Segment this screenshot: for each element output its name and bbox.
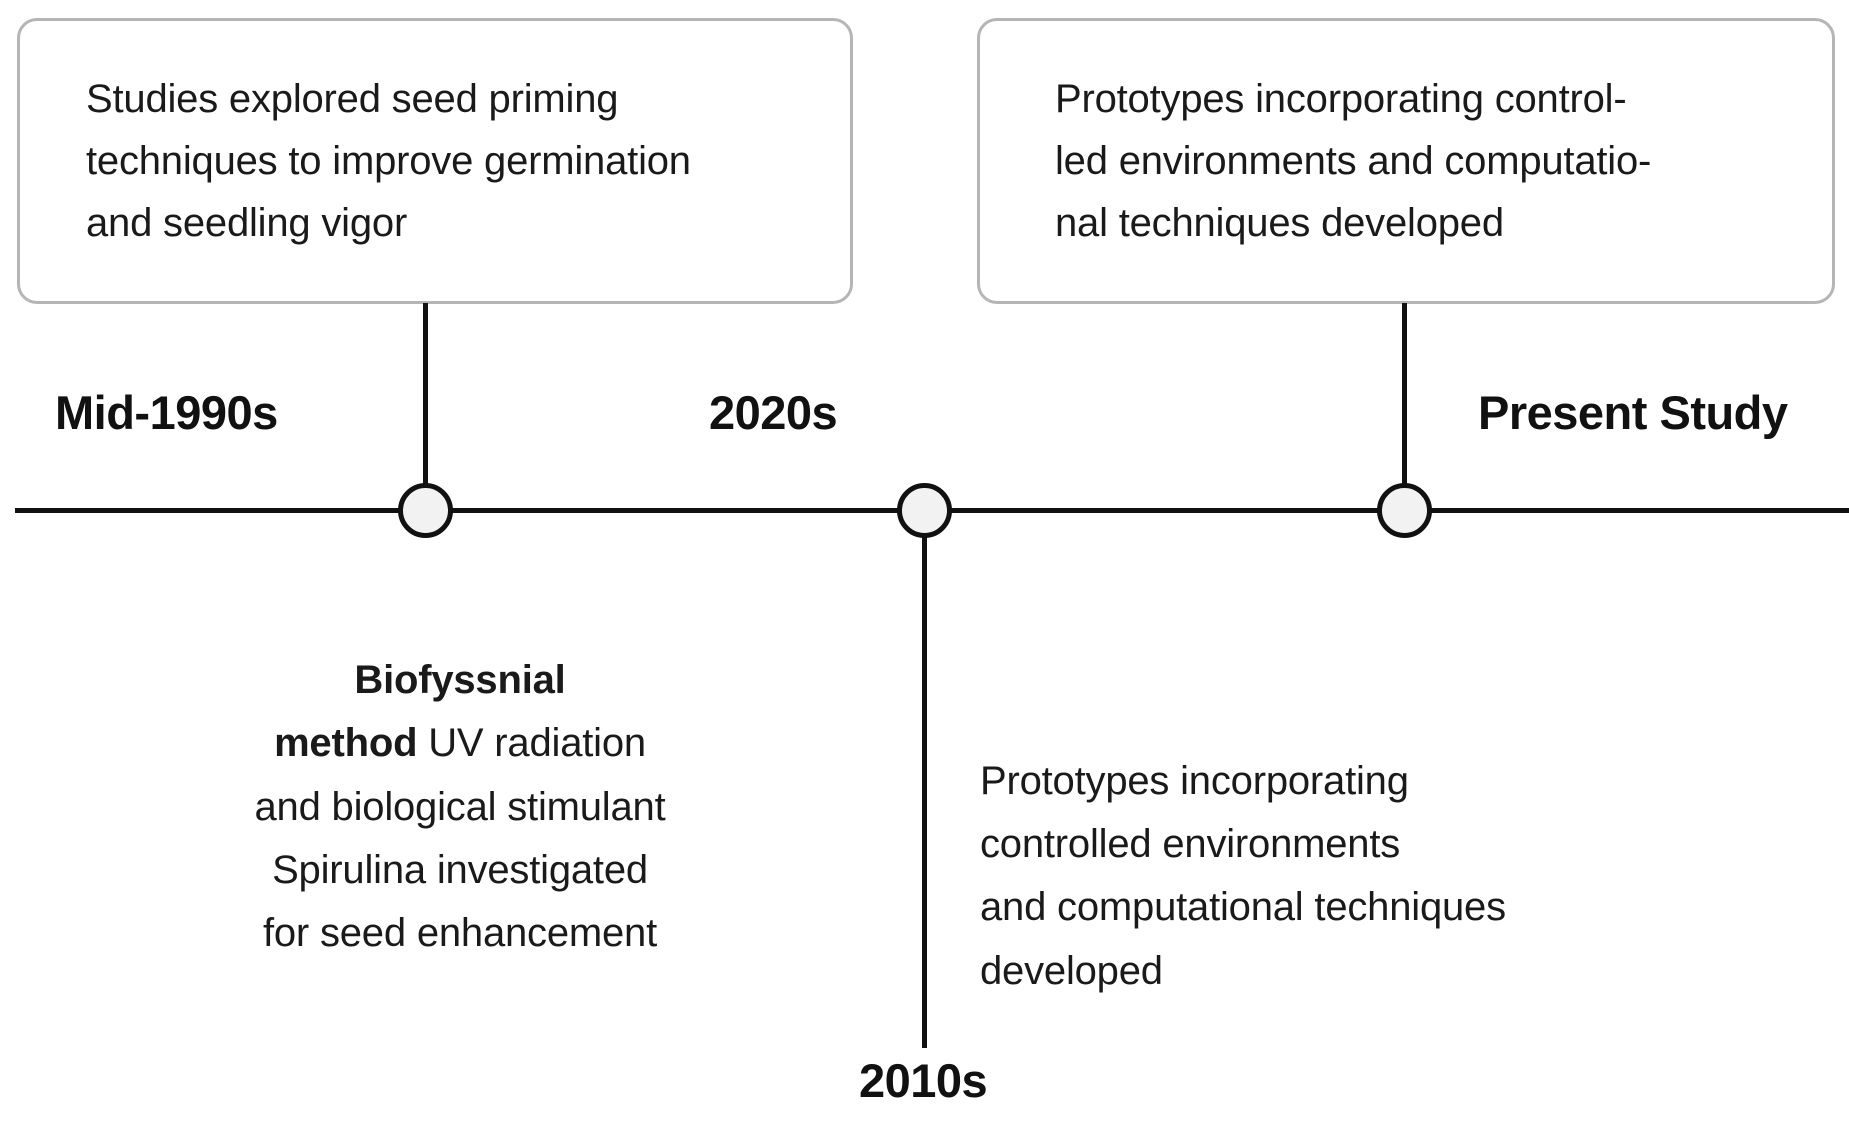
era-label-present-study: Present Study <box>1478 386 1788 439</box>
timeline-node-mid-1990s[interactable] <box>398 483 453 538</box>
era-label-2010s: 2010s <box>859 1054 988 1107</box>
description-2010s: Prototypes incorporating controlled envi… <box>980 759 1506 993</box>
timeline-node-present-study[interactable] <box>1377 483 1432 538</box>
callout-box-mid-1990s: Studies explored seed priming techniques… <box>17 18 853 304</box>
callout-box-present-study-text: Prototypes incorporating control- led en… <box>1055 77 1652 245</box>
era-label-mid-1990s: Mid-1990s <box>55 386 278 439</box>
era-label-2020s: 2020s <box>709 386 838 439</box>
connector-stem-mid-1990s <box>423 303 428 486</box>
description-mid-1990s-rest: UV radiation and biological stimulant Sp… <box>254 721 666 955</box>
callout-box-present-study: Prototypes incorporating control- led en… <box>977 18 1835 304</box>
connector-stem-2010s <box>922 536 927 1048</box>
connector-stem-present-study <box>1402 303 1407 486</box>
description-mid-1990s-lead: Biofyssnial method <box>274 658 566 766</box>
callout-box-mid-1990s-text: Studies explored seed priming techniques… <box>86 77 691 245</box>
description-mid-1990s: Biofyssnial method UV radiation and biol… <box>140 586 780 965</box>
timeline-node-2010s[interactable] <box>897 483 952 538</box>
